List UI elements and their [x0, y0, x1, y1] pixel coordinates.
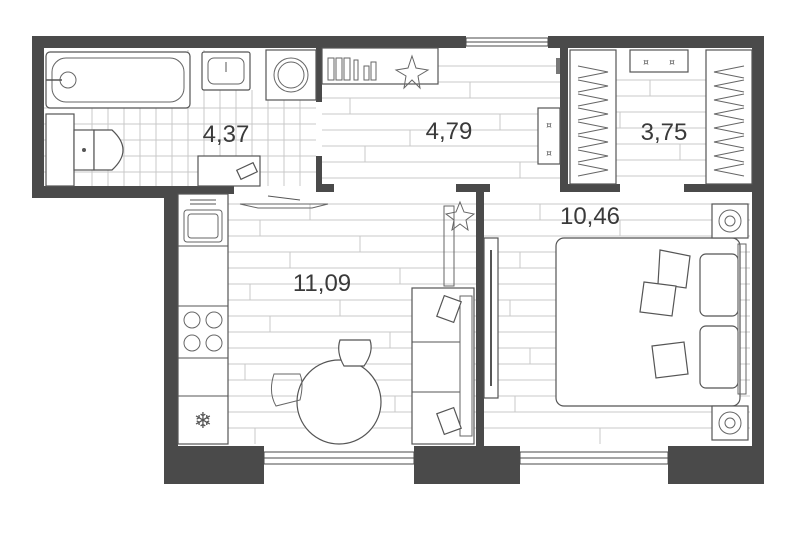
- dresser: ¤ ¤: [629, 49, 689, 73]
- stove: [183, 311, 223, 352]
- svg-text:¤: ¤: [546, 149, 552, 159]
- bathroom-sink: [201, 51, 251, 91]
- hallway-area-label: 4,79: [426, 118, 473, 145]
- hallway-shelf: [321, 47, 439, 85]
- nightstand: [711, 203, 749, 239]
- wardrobe-left: [569, 49, 617, 185]
- svg-text:¤: ¤: [643, 58, 649, 68]
- kitchen-sink: [183, 199, 223, 243]
- svg-text:¤: ¤: [546, 121, 552, 131]
- bed: [555, 237, 747, 407]
- bedroom-area-label: 10,46: [560, 203, 620, 230]
- svg-text:❄: ❄: [194, 409, 212, 434]
- sofa: [411, 287, 475, 445]
- kitchen-counter: [177, 193, 229, 445]
- hallway-bench: ¤ ¤: [537, 107, 561, 165]
- walls: [32, 36, 764, 484]
- range-hood: [239, 195, 329, 209]
- nightstand: [711, 405, 749, 441]
- coat-hooks: [556, 58, 560, 74]
- fridge-snowflake-icon: ❄: [194, 409, 212, 434]
- plant-icon: [394, 54, 430, 90]
- washing-machine: [265, 49, 317, 101]
- laundry-shelf: [197, 155, 261, 187]
- svg-text:¤: ¤: [669, 58, 675, 68]
- wardrobe-area-label: 3,75: [641, 119, 688, 146]
- bathroom-area-label: 4,37: [203, 121, 250, 148]
- kitchen-living-area-label: 11,09: [293, 270, 351, 297]
- wardrobe-right: [705, 49, 753, 185]
- toilet: [45, 113, 124, 187]
- dining-table: [296, 359, 382, 445]
- dining-chair: [270, 339, 372, 407]
- bathtub: [45, 51, 191, 109]
- tv-stand: [483, 237, 499, 399]
- plant-icon: [443, 200, 476, 287]
